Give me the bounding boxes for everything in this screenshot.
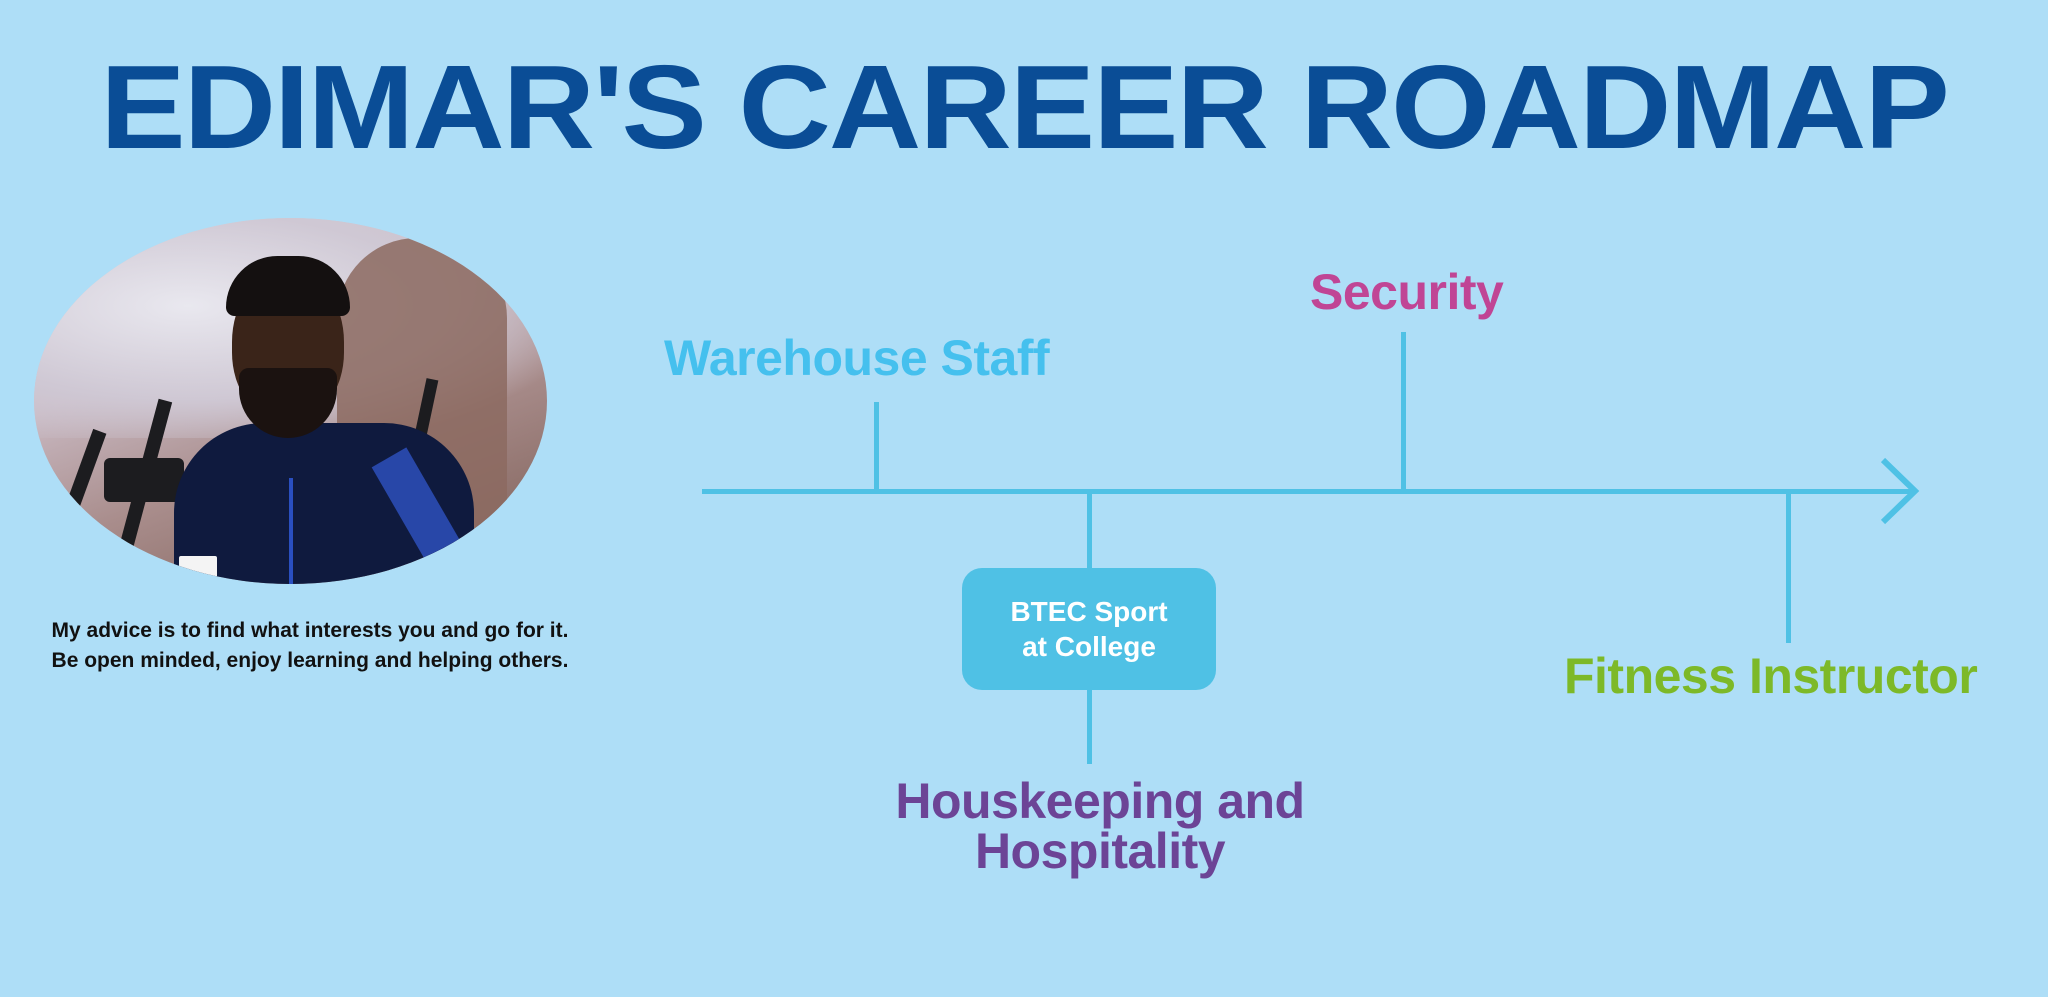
page-title: EDIMAR'S CAREER ROADMAP bbox=[100, 41, 1950, 175]
housekeeping-line-1: Houskeeping and bbox=[895, 773, 1305, 829]
tick-housekeeping bbox=[1087, 690, 1092, 764]
step-housekeeping-hospitality: Houskeeping and Hospitality bbox=[840, 776, 1360, 876]
btec-line-2: at College bbox=[1022, 631, 1156, 662]
tick-security bbox=[1401, 332, 1406, 491]
advice-quote: My advice is to find what interests you … bbox=[20, 616, 600, 676]
step-warehouse-staff: Warehouse Staff bbox=[664, 330, 1050, 386]
tick-warehouse bbox=[874, 402, 879, 491]
photo-gym-screen bbox=[104, 458, 184, 502]
housekeeping-line-2: Hospitality bbox=[974, 823, 1226, 879]
step-security: Security bbox=[1310, 264, 1504, 320]
photo-gym-machine bbox=[55, 428, 107, 538]
photo-zip bbox=[289, 478, 293, 584]
step-fitness-instructor: Fitness Instructor bbox=[1564, 648, 1978, 704]
photo-hair bbox=[226, 256, 350, 316]
step-btec-sport-box: BTEC Sport at College bbox=[962, 568, 1216, 690]
tick-fitness bbox=[1786, 491, 1791, 643]
quote-line-1: My advice is to find what interests you … bbox=[51, 619, 569, 642]
profile-photo bbox=[34, 218, 547, 584]
quote-line-2: Be open minded, enjoy learning and helpi… bbox=[51, 649, 569, 672]
tick-btec bbox=[1087, 491, 1092, 568]
timeline-axis bbox=[702, 489, 1915, 494]
btec-line-1: BTEC Sport bbox=[1010, 596, 1168, 627]
photo-name-badge bbox=[179, 556, 217, 578]
arrow-right-icon bbox=[1880, 457, 1920, 525]
